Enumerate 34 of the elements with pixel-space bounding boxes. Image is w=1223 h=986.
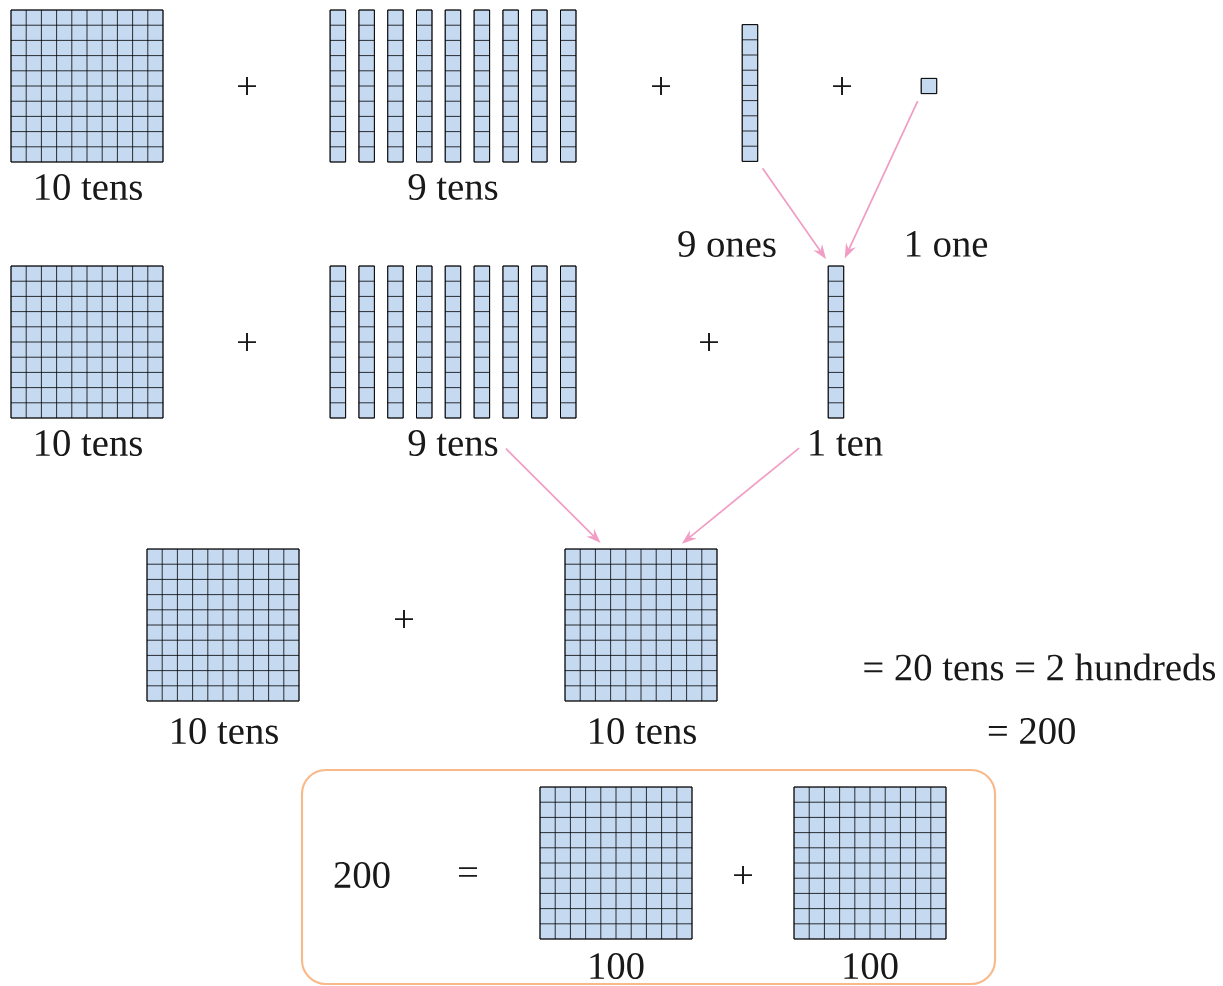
hundred-block-drawing — [793, 786, 947, 940]
plus-sign: + — [734, 866, 752, 885]
hundred-block-drawing — [10, 9, 164, 163]
equals-sign: = — [459, 867, 477, 877]
unit-cube-drawing — [920, 78, 938, 94]
ten-rods-drawing — [329, 265, 577, 419]
node-label: 10 tens — [36, 429, 142, 457]
plus-sign: + — [700, 333, 718, 352]
node-label: 9 tens — [408, 174, 498, 200]
plus-sign: + — [652, 77, 670, 96]
plus-sign: + — [238, 333, 256, 352]
node-label: 100 — [590, 952, 644, 980]
plus-sign: + — [238, 77, 256, 96]
hundred-block-drawing — [146, 548, 300, 702]
hundred-block-drawing — [564, 548, 718, 702]
rod-drawing — [741, 24, 759, 162]
equation-text: = 200 — [988, 717, 1075, 745]
node-label: 10 tens — [590, 717, 696, 745]
hundred-block-drawing — [539, 786, 693, 940]
plus-sign: + — [833, 77, 851, 96]
hundred-block-drawing — [10, 265, 164, 419]
value-label: 9 ones — [678, 231, 776, 257]
number-label: 200 — [334, 861, 390, 889]
node-label: 10 tens — [36, 173, 142, 201]
node-label: 9 tens — [408, 430, 498, 456]
plus-sign: + — [395, 610, 413, 629]
value-label: 1 one — [907, 231, 988, 257]
rod-drawing — [827, 265, 845, 419]
equation-text: = 20 tens = 2 hundreds — [864, 653, 1216, 681]
node-label: 1 ten — [810, 430, 883, 456]
rounded-frame — [300, 768, 997, 986]
node-label: 10 tens — [172, 717, 278, 745]
node-label: 100 — [844, 952, 898, 980]
ten-rods-drawing — [329, 9, 577, 163]
